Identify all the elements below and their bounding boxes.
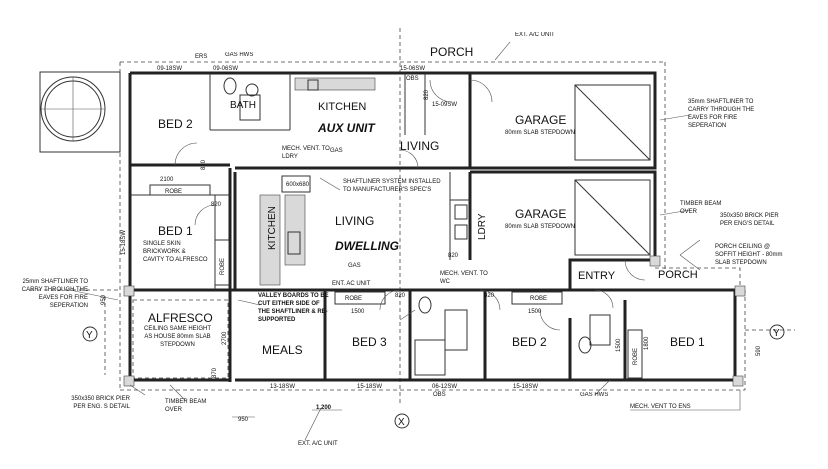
window-w3: 15-06SW (400, 66, 425, 72)
porch-right-label: PORCH (658, 269, 698, 281)
window-w4: 15-09SW (432, 102, 457, 108)
mech-vent-ldry-note: MECH. VENT. TO LDRY (282, 146, 330, 160)
robe-2-label: ROBE (220, 258, 226, 275)
robe-5-label: ROBE (633, 348, 639, 365)
dim-1500-b: 1500 (528, 309, 542, 315)
window-w2: 09-06SW (213, 66, 238, 72)
ext-ac-top-note: EXT. A/C UNIT (515, 32, 555, 38)
timber-beam-left-note: TIMBER BEAM OVER (165, 399, 207, 413)
brick-pier-right-note: 350x350 BRICK PIER PER ENG'S DETAIL (720, 213, 779, 227)
shaftliner-system-note: SHAFTLINER SYSTEM INSTALLED TO MANUFACTU… (343, 179, 441, 193)
dim-820-d: 820 (395, 293, 406, 299)
bed1-right-label: BED 1 (670, 335, 705, 349)
dim-950-bottom: 950 (238, 417, 249, 423)
window-w7: 06-12SW (432, 384, 457, 390)
dim-820-a: 820 (201, 159, 207, 170)
porch-top-label: PORCH (430, 45, 473, 59)
dim-1200: 1,200 (316, 405, 332, 411)
dim-870: 870 (212, 367, 218, 378)
dwelling-label: DWELLING (335, 239, 399, 253)
dim-820-e: 820 (484, 293, 495, 299)
mech-vent-ens-note: MECH. VENT TO ENS (630, 404, 691, 410)
gas-lower-note: GAS (348, 263, 361, 269)
plan-linework (30, 28, 795, 441)
valley-boards-note: VALLEY BOARDS TO BE CUT EITHER SIDE OF T… (258, 293, 329, 323)
ext-ac-bottom-note: EXT. A/C UNIT (298, 441, 338, 447)
dim-2100: 2100 (160, 177, 174, 183)
meals-label: MEALS (262, 343, 303, 357)
marker-y-right: Y (773, 328, 780, 339)
ers-note: ERS (195, 54, 207, 60)
fridge-dim: 600x680 (286, 182, 310, 188)
bed2-right-label: BED 2 (512, 335, 547, 349)
window-w9: 15-18SW (121, 230, 127, 255)
mech-vent-wc-note: MECH. VENT. TO WC (440, 271, 488, 285)
bed1-left-label: BED 1 (158, 224, 193, 238)
robe-4-label: ROBE (530, 296, 547, 302)
obs-bottom-note: OBS (433, 392, 446, 398)
bath-left-label: BATH (230, 100, 256, 111)
dim-1500-c: 1500 (616, 338, 622, 352)
alfresco-label: ALFRESCO (148, 311, 213, 325)
bed1-note: SINGLE SKIN BRICKWORK & CAVITY TO ALFRES… (143, 241, 208, 263)
entry-label: ENTRY (578, 270, 616, 282)
robe-3-label: ROBE (345, 296, 362, 302)
gas-mid-note: GAS (330, 148, 343, 154)
gas-top-note: GAS HWS (225, 52, 254, 58)
shaftliner-left-note: 25mm SHAFTLINER TO CARRY THROUGH THE EAV… (21, 279, 88, 309)
porch-ceiling-note: PORCH CEILING @ SOFFIT HEIGHT - 80mm SLA… (715, 244, 783, 266)
bed3-label: BED 3 (352, 335, 387, 349)
garage-mid-label: GARAGE (515, 207, 566, 221)
timber-beam-right-note: TIMBER BEAM OVER (680, 201, 722, 215)
marker-y-left: Y (86, 330, 93, 341)
living-aux-label: LIVING (400, 139, 439, 153)
shaftliner-right-note: 35mm SHAFTLINER TO CARRY THROUGH THE EAV… (688, 99, 755, 129)
obs-note: OBS (406, 76, 419, 82)
dim-820-b: 820 (211, 202, 222, 208)
window-w8: 15-18SW (513, 384, 538, 390)
dim-1500-a: 1500 (351, 309, 365, 315)
aux-unit-label: AUX UNIT (317, 121, 376, 135)
aux-kitchen-label: KITCHEN (318, 101, 366, 113)
ent-ac-unit-label: ENT. AC UNIT (332, 281, 371, 287)
dwelling-kitchen-label: KITCHEN (267, 206, 278, 250)
garage-top-sub: 80mm SLAB STEPDOWN (505, 130, 575, 136)
dim-950-left: 950 (101, 294, 107, 305)
gas-hws-note: GAS HWS (580, 392, 609, 398)
laundry-label: LDRY (477, 213, 488, 240)
robe-1-label: ROBE (165, 189, 182, 195)
brick-pier-left-note: 350x350 BRICK PIER PER ENG. S DETAIL (71, 396, 130, 410)
dim-590: 590 (756, 345, 762, 356)
window-w6: 15-18SW (357, 384, 382, 390)
window-w1: 09-18SW (157, 66, 182, 72)
alfresco-note: CEILING SAME HEIGHT AS HOUSE 80mm SLAB S… (143, 326, 211, 348)
marker-x-bottom: X (398, 417, 405, 428)
dim-1800: 1800 (644, 336, 650, 350)
dim-2700: 2700 (222, 331, 228, 345)
dim-820-f: 820 (448, 253, 459, 259)
bed2-left-label: BED 2 (158, 117, 193, 131)
window-w5: 13-18SW (270, 384, 295, 390)
living-dwelling-label: LIVING (335, 214, 374, 228)
dim-820-c: 820 (424, 89, 430, 100)
garage-mid-sub: 80mm SLAB STEPDOWN (505, 224, 575, 230)
garage-top-label: GARAGE (515, 113, 566, 127)
